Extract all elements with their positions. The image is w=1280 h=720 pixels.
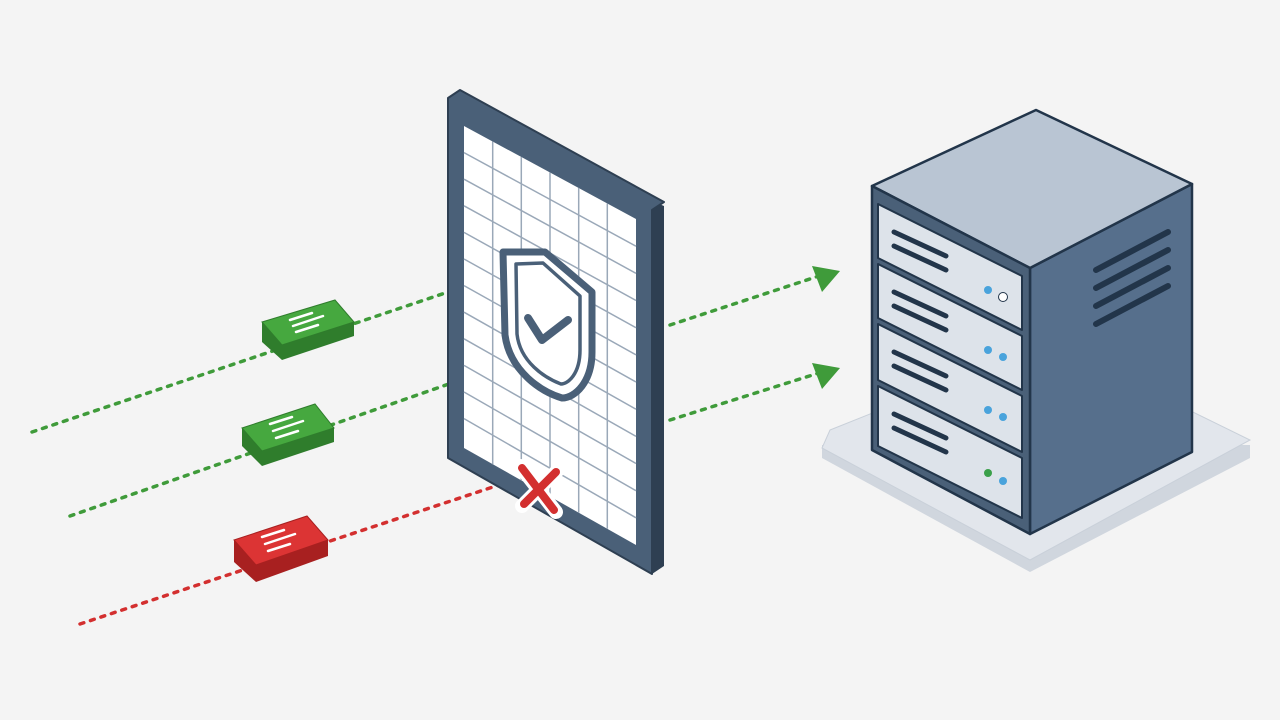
status-led [984,346,992,354]
packet-allowed-2 [241,403,335,466]
server-unit-2 [877,263,1023,391]
message-lines-icon [260,528,297,553]
server-unit-3 [877,323,1023,453]
server-unit-4 [877,385,1023,519]
firewall-panel [447,89,665,575]
status-led [984,286,992,294]
x-mark-icon [513,459,565,519]
status-led [999,413,1007,421]
message-lines-icon [268,415,305,440]
outgoing-traffic-arrows [668,266,840,422]
status-led [999,353,1007,361]
arrowhead-icon [812,266,840,292]
shield-check-icon [499,248,596,402]
packet-allowed-1 [261,299,355,360]
server-rack-icon [821,108,1252,572]
arrowhead-icon [812,363,840,389]
traffic-line-allowed-1 [30,284,468,434]
status-led [999,477,1007,485]
status-led [984,406,992,414]
server-vent [1093,229,1171,327]
message-lines-icon [288,311,325,334]
server-unit-1 [877,203,1023,331]
status-led [984,469,992,477]
passed-traffic-arrow-2 [668,370,824,422]
packet-blocked [233,515,329,582]
status-led [998,292,1008,302]
passed-traffic-arrow-1 [668,273,824,327]
